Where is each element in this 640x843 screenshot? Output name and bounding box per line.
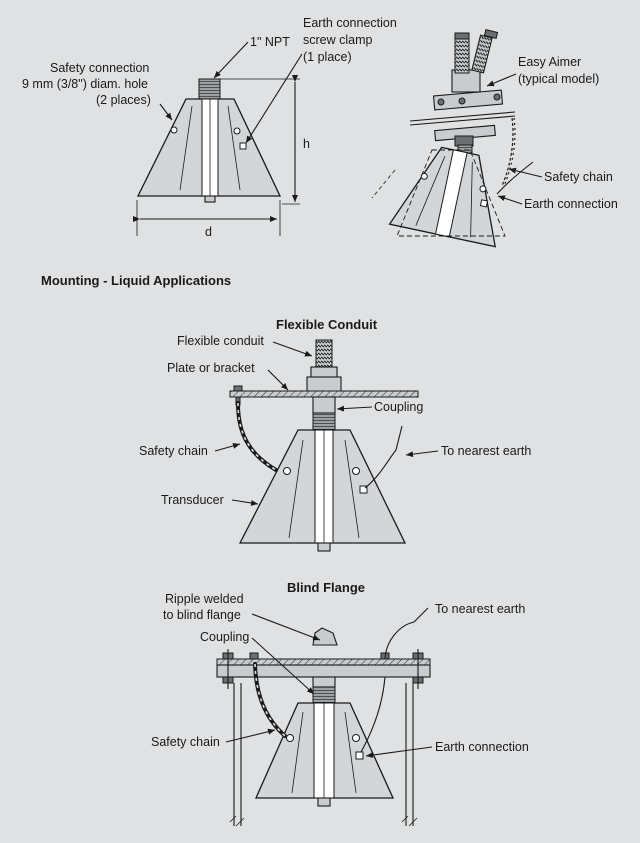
safety-connection-label: Safety connection 9 mm (3/8") diam. hole… [22,61,153,107]
blind-flange [216,658,431,666]
to-nearest-earth-label: To nearest earth [441,444,531,458]
npt-thread [198,78,221,100]
coupling [312,396,336,414]
aimer-base [432,89,504,111]
flexible-conduit-view: Flexible Conduit Flexible conduit Plate … [139,317,531,552]
transducer-label: Transducer [161,493,224,507]
transducer-tip [204,195,216,203]
earth-connection-label-top: Earth connection [524,197,618,211]
d-label: d [205,225,212,239]
blind-flange-view: Blind Flange Ripple [151,580,529,827]
safety-chain-label: Safety chain [139,444,208,458]
mount-plate [229,390,419,398]
earth-clamp [359,485,368,494]
blind-flange-title: Blind Flange [287,580,365,595]
aimer-plate [409,111,516,122]
earth-clamp-label: Earth connection screw clamp (1 place) [303,16,400,64]
conduit-fitting [306,376,342,393]
easy-aimer-label: Easy Aimer (typical model) [518,55,599,86]
earth-clamp [239,142,247,150]
safety-hole [170,126,178,134]
conduit-1 [454,36,470,74]
easy-aimer-view: Easy Aimer (typical model) Safety chain … [371,29,618,248]
safety-chain-label: Safety chain [151,735,220,749]
flexible-conduit-label: Flexible conduit [177,334,264,348]
earth-connection-label: Earth connection [435,740,529,754]
to-nearest-earth-label: To nearest earth [435,602,525,616]
safety-hole [233,127,241,135]
welded-ripple [312,627,338,646]
coupling-label: Coupling [374,400,423,414]
transducer-dimension-view: h d Safety connection 9 mm (3/8") diam. … [22,16,400,239]
flexible-conduit-title: Flexible Conduit [276,317,378,332]
aimer-safety-chain [501,117,514,187]
coupling [312,686,336,704]
earth-clamp [355,751,364,760]
h-label: h [303,137,310,151]
npt-label: 1" NPT [250,35,290,49]
section-title: Mounting - Liquid Applications [41,273,231,288]
conduit-2 [471,34,493,74]
flex-conduit [315,339,333,369]
safety-chain [236,401,278,472]
pipe-flange [216,664,431,678]
safety-chain-label-top: Safety chain [544,170,613,184]
coupling-label: Coupling [200,630,249,644]
ripple-welded-label: Ripple welded to blind flange [163,592,247,622]
plate-label: Plate or bracket [167,361,255,375]
